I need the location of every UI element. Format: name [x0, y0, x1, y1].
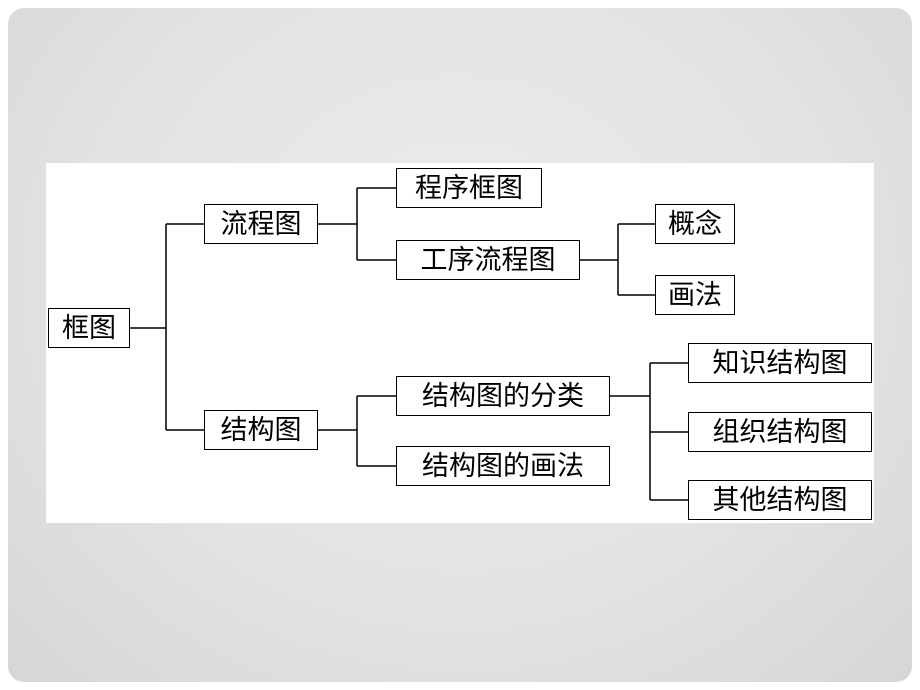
node-concept: 概念 — [655, 204, 735, 244]
node-drawing-method-1: 画法 — [655, 275, 735, 315]
node-flowchart: 流程图 — [204, 204, 318, 244]
node-root: 框图 — [48, 308, 130, 348]
node-organization-structure: 组织结构图 — [688, 412, 872, 452]
node-other-structure: 其他结构图 — [688, 480, 872, 520]
node-structure-chart: 结构图 — [204, 410, 318, 450]
node-program-flowchart: 程序框图 — [396, 168, 542, 208]
node-process-flowchart: 工序流程图 — [396, 240, 580, 280]
node-knowledge-structure: 知识结构图 — [688, 343, 872, 383]
node-classification: 结构图的分类 — [396, 376, 610, 416]
node-drawing-method-2: 结构图的画法 — [396, 446, 610, 486]
